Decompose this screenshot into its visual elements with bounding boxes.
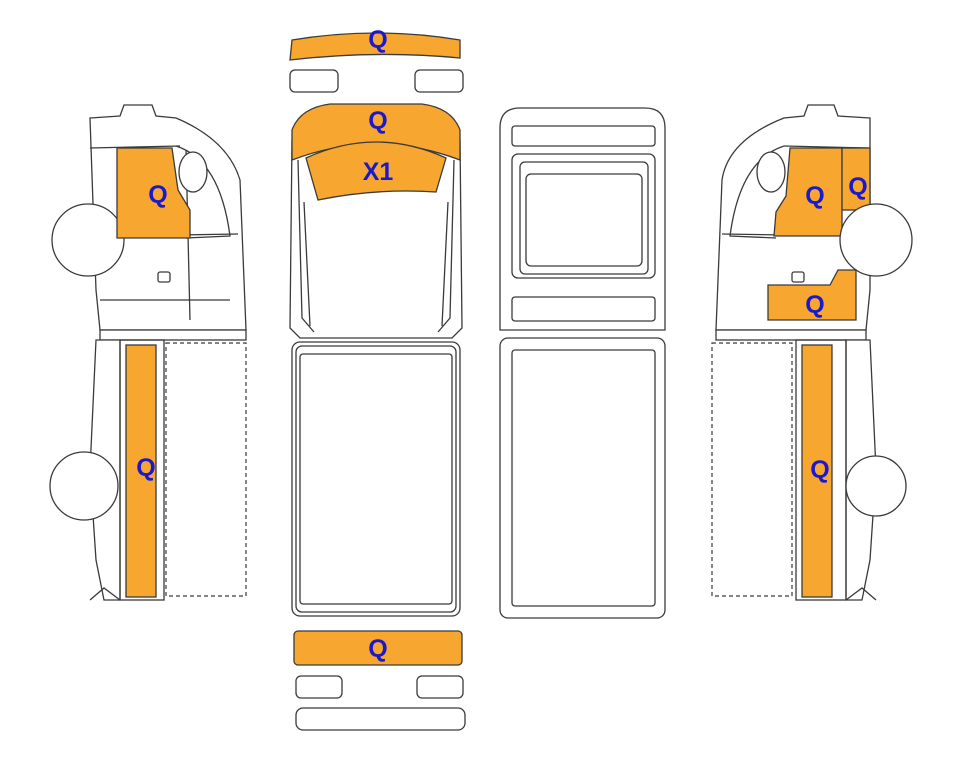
damage-labels: Q Q X1 Q Q Q Q Q Q Q bbox=[136, 26, 867, 663]
right-side-panel-zone[interactable] bbox=[801, 344, 833, 598]
front-view bbox=[289, 32, 464, 93]
left-headlight bbox=[289, 69, 339, 93]
left-door-label: Q bbox=[148, 181, 167, 209]
windshield-label: X1 bbox=[363, 158, 394, 186]
left-side-view bbox=[49, 104, 247, 601]
front-bumper-zone[interactable] bbox=[289, 32, 461, 61]
right-door-label: Q bbox=[805, 182, 824, 210]
right-rocker-zone[interactable] bbox=[767, 269, 857, 321]
right-front-wheel bbox=[839, 203, 913, 277]
front-bumper-label: Q bbox=[368, 26, 387, 54]
right-pillar-zone[interactable] bbox=[841, 147, 871, 211]
left-rear-wheel bbox=[49, 451, 119, 521]
right-side-view bbox=[711, 104, 913, 601]
right-side-panel-label: Q bbox=[810, 456, 829, 484]
left-taillight bbox=[295, 675, 343, 699]
left-side-panel-zone[interactable] bbox=[125, 344, 157, 598]
hood-label: Q bbox=[368, 107, 387, 135]
roof-view bbox=[499, 107, 666, 619]
left-side-panel-label: Q bbox=[136, 454, 155, 482]
right-headlight bbox=[414, 69, 464, 93]
rear-step bbox=[295, 707, 466, 731]
right-rear-wheel bbox=[845, 455, 907, 517]
top-view bbox=[289, 103, 463, 617]
rear-bumper-zone[interactable] bbox=[293, 630, 463, 666]
rear-bumper-label: Q bbox=[368, 635, 387, 663]
windshield-zone[interactable] bbox=[305, 141, 447, 201]
right-taillight bbox=[416, 675, 464, 699]
right-rocker-label: Q bbox=[805, 291, 824, 319]
rear-view bbox=[293, 630, 466, 731]
left-front-wheel bbox=[51, 203, 125, 277]
right-pillar-label: Q bbox=[848, 173, 867, 201]
